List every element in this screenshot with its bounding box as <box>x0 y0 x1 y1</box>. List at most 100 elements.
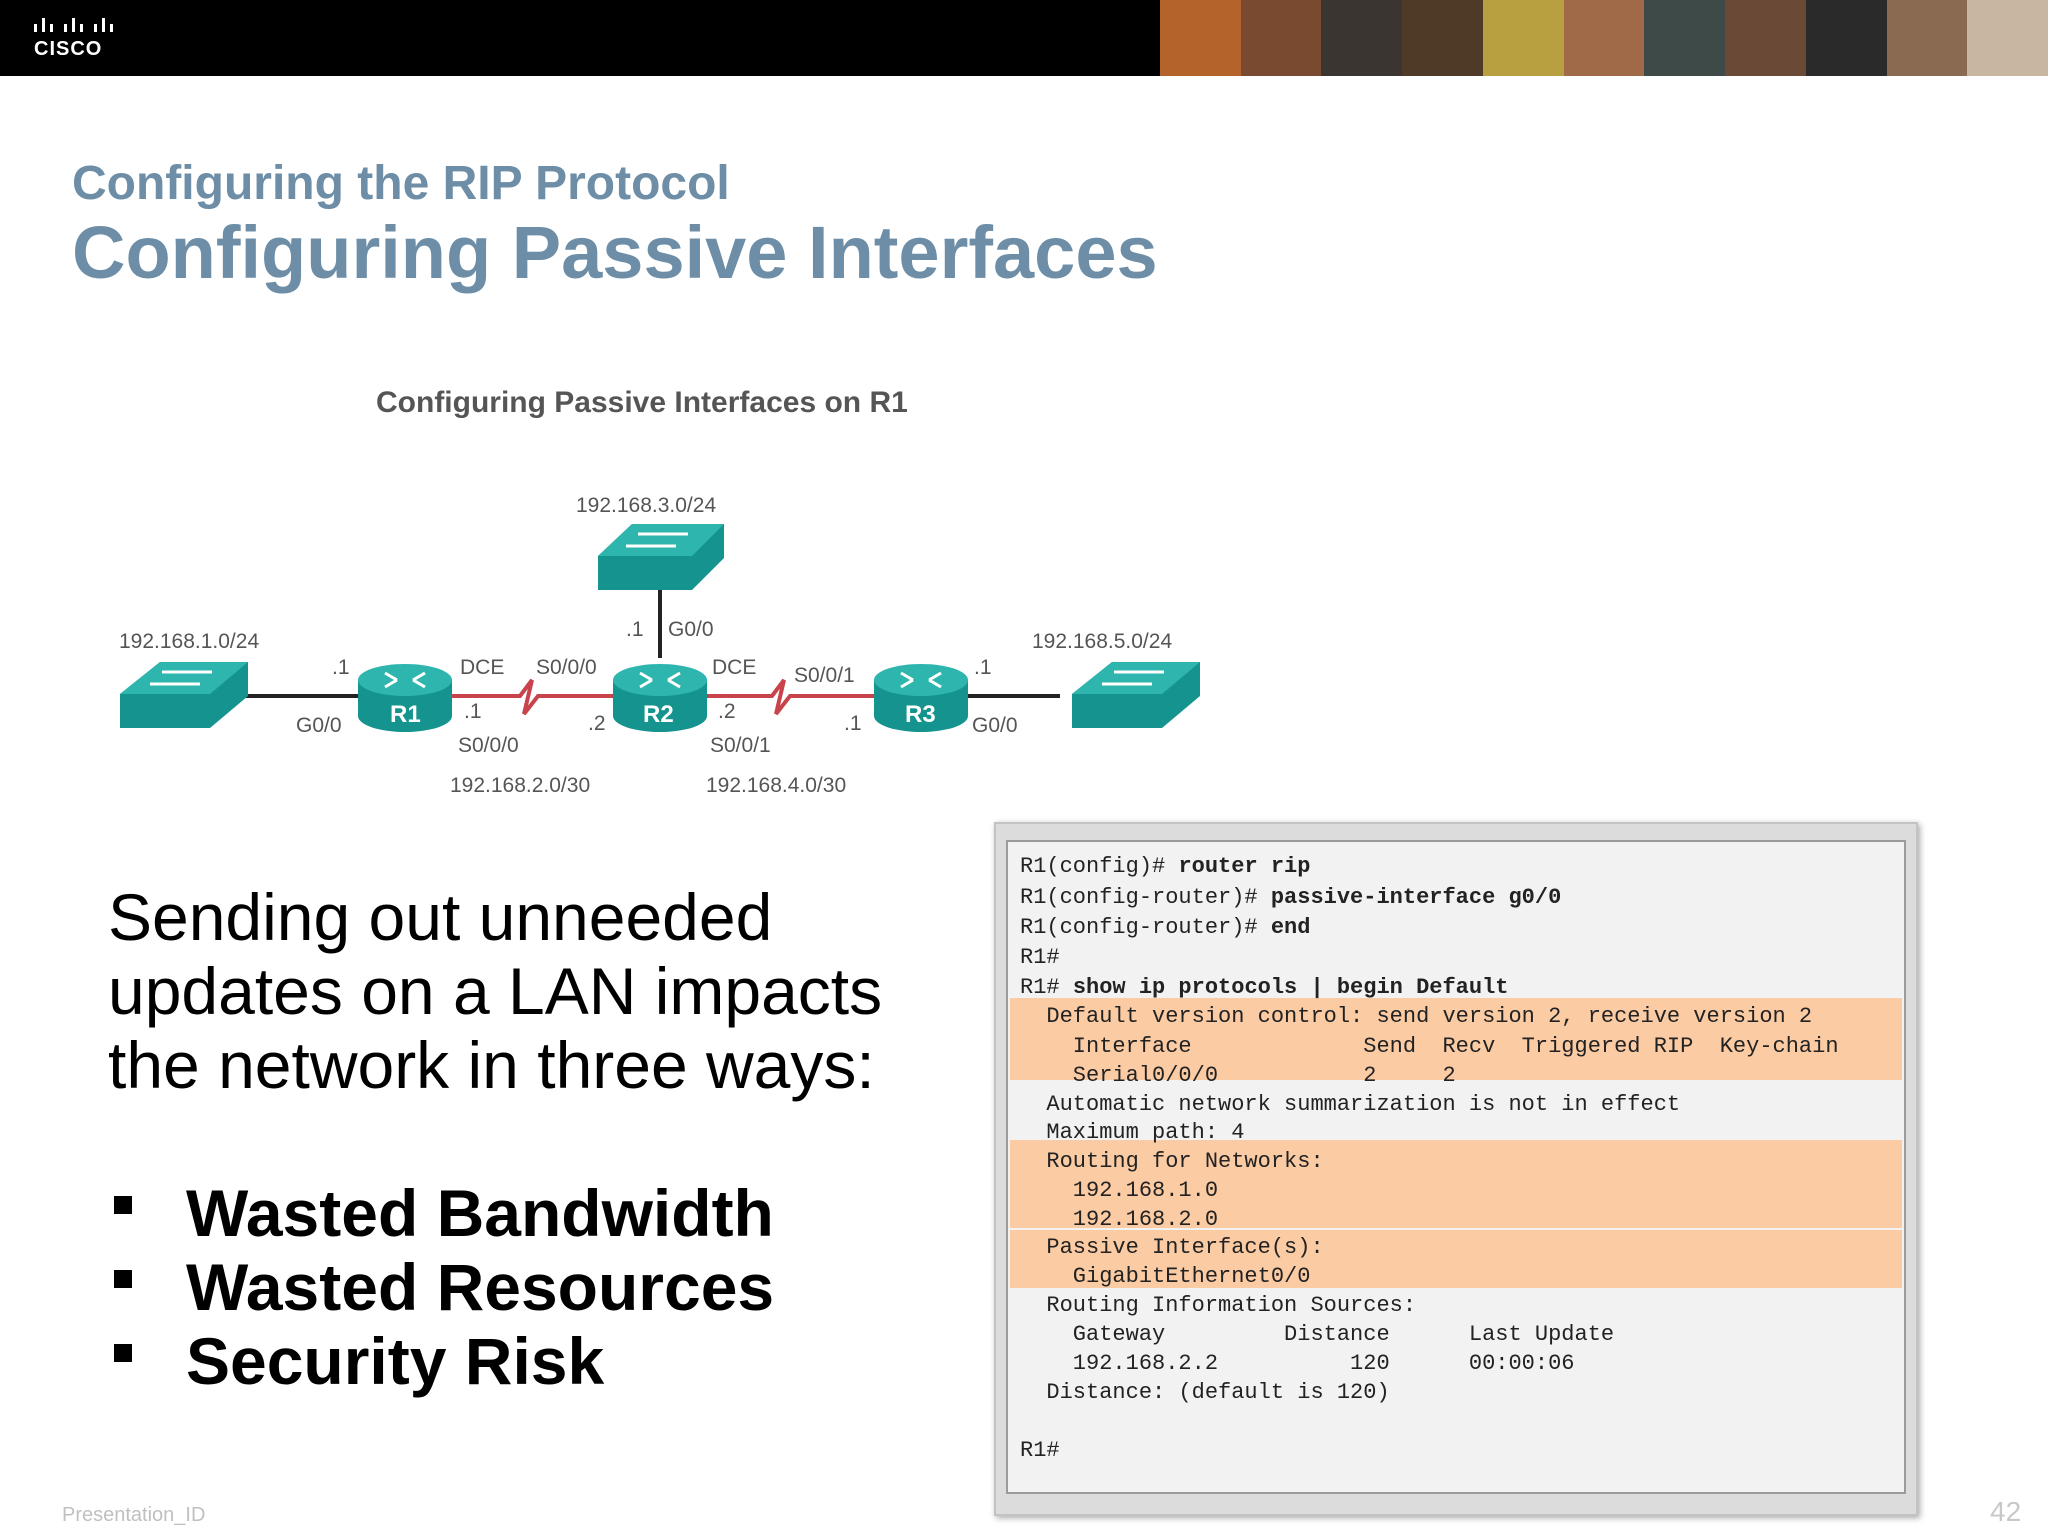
r2-s001-addr: .2 <box>718 700 736 723</box>
r3-g00-addr: .1 <box>974 656 992 679</box>
bullet-text: Wasted Resources <box>186 1250 775 1324</box>
cli-prompt: Gateway Distance Last Update <box>1020 1322 1615 1347</box>
router-r2-label: R2 <box>643 701 674 728</box>
cli-prompt: 192.168.2.0 <box>1020 1207 1219 1232</box>
cli-prompt: Routing for Networks: <box>1020 1149 1324 1174</box>
slide-subtitle: Configuring the RIP Protocol <box>72 157 730 210</box>
r3-s001-label: S0/0/1 <box>794 664 855 687</box>
cli-line: Maximum path: 4 <box>1020 1118 1244 1148</box>
cli-line: Distance: (default is 120) <box>1020 1378 1390 1408</box>
cli-prompt: Interface Send Recv Triggered RIP Key-ch… <box>1020 1034 1839 1059</box>
cli-line: R1# <box>1020 943 1060 973</box>
cli-line: R1(config)# router rip <box>1020 852 1310 882</box>
cli-prompt: Distance: (default is 120) <box>1020 1380 1390 1405</box>
bullet-square-icon <box>114 1344 132 1362</box>
r2-g00-addr: .1 <box>626 618 644 641</box>
network-topology-diagram: Configuring Passive Interfaces on R1 R1 <box>119 386 1200 797</box>
net-wan4-label: 192.168.4.0/30 <box>706 774 846 797</box>
cli-prompt: 192.168.2.2 120 00:00:06 <box>1020 1351 1575 1376</box>
cli-prompt: R1# <box>1020 1438 1060 1463</box>
page-number: 42 <box>1990 1496 2022 1527</box>
diagram-title: Configuring Passive Interfaces on R1 <box>376 386 908 419</box>
cli-prompt: Default version control: send version 2,… <box>1020 1004 1813 1029</box>
switch-lan5-icon <box>1072 662 1200 728</box>
router-r1-icon <box>358 664 452 732</box>
people-photo-strip <box>1160 0 2048 76</box>
cli-prompt: R1(config-router)# <box>1020 885 1271 910</box>
cli-line: R1# show ip protocols | begin Default <box>1020 973 1508 1003</box>
cli-line: Routing for Networks: <box>1020 1147 1324 1177</box>
cli-line: Passive Interface(s): <box>1020 1233 1324 1263</box>
highlight-routing-networks <box>1010 1140 1902 1228</box>
r1-g00-addr: .1 <box>332 656 350 679</box>
slide-title: Configuring Passive Interfaces <box>72 211 1158 294</box>
bullet-square-icon <box>114 1270 132 1288</box>
bullet-text: Wasted Bandwidth <box>186 1176 774 1250</box>
r2-s000-label: S0/0/0 <box>536 656 597 679</box>
cli-prompt: R1# <box>1020 975 1073 1000</box>
bullet-text: Security Risk <box>186 1324 605 1398</box>
cli-prompt: Passive Interface(s): <box>1020 1235 1324 1260</box>
cli-command: show ip protocols | begin Default <box>1072 975 1509 1000</box>
r2-dce-label: DCE <box>712 656 756 679</box>
cli-line: R1# <box>1020 1436 1060 1466</box>
cli-line: Automatic network summarization is not i… <box>1020 1090 1680 1120</box>
cisco-bars-icon <box>34 18 113 32</box>
cli-line: R1(config-router)# end <box>1020 913 1310 943</box>
r3-g00-label: G0/0 <box>972 714 1018 737</box>
cli-line: 192.168.2.2 120 00:00:06 <box>1020 1349 1575 1379</box>
cli-command: passive-interface g0/0 <box>1270 885 1562 910</box>
footer-presentation-id: Presentation_ID <box>62 1504 206 1526</box>
r1-g00-label: G0/0 <box>296 714 342 737</box>
cli-line: Gateway Distance Last Update <box>1020 1320 1614 1350</box>
highlight-default-version <box>1010 998 1902 1080</box>
r3-s001-addr: .1 <box>844 712 862 735</box>
cli-line: Serial0/0/0 2 2 <box>1020 1061 1456 1091</box>
cli-line: 192.168.2.0 <box>1020 1205 1218 1235</box>
cli-prompt: Routing Information Sources: <box>1020 1293 1417 1318</box>
highlight-passive-interfaces <box>1010 1230 1902 1288</box>
r2-g00-label: G0/0 <box>668 618 714 641</box>
switch-lan3-icon <box>598 524 724 590</box>
top-banner: CISCO <box>0 0 2048 76</box>
net-lan3-label: 192.168.3.0/24 <box>576 494 716 517</box>
cli-command: router rip <box>1178 854 1311 879</box>
r2-s000-addr: .2 <box>588 712 606 735</box>
r1-s000-label: S0/0/0 <box>458 734 519 757</box>
cli-line: Interface Send Recv Triggered RIP Key-ch… <box>1020 1032 1839 1062</box>
cli-line: R1(config-router)# passive-interface g0/… <box>1020 883 1561 913</box>
cli-prompt: 192.168.1.0 <box>1020 1178 1219 1203</box>
intro-paragraph: Sending out unneeded updates on a LAN im… <box>108 880 883 1102</box>
cli-line: Routing Information Sources: <box>1020 1291 1416 1321</box>
serial-link-r1-r2 <box>452 678 616 716</box>
cli-line: GigabitEthernet0/0 <box>1020 1262 1311 1292</box>
net-lan5-label: 192.168.5.0/24 <box>1032 630 1172 653</box>
cli-prompt: GigabitEthernet0/0 <box>1020 1264 1311 1289</box>
cli-command: end <box>1270 915 1311 940</box>
cli-prompt: Maximum path: 4 <box>1020 1120 1245 1145</box>
cisco-wordmark: CISCO <box>34 38 103 60</box>
impact-list: Wasted Bandwidth Wasted Resources Securi… <box>108 1176 774 1398</box>
cli-prompt: Automatic network summarization is not i… <box>1020 1092 1681 1117</box>
r1-s000-addr: .1 <box>464 700 482 723</box>
r1-dce-label: DCE <box>460 656 504 679</box>
serial-link-r2-r3 <box>704 678 874 716</box>
router-r3-icon <box>874 664 968 732</box>
bullet-square-icon <box>114 1196 132 1214</box>
switch-lan1-icon <box>120 662 248 728</box>
cli-line: 192.168.1.0 <box>1020 1176 1218 1206</box>
net-lan1-label: 192.168.1.0/24 <box>119 630 259 653</box>
cisco-logo: CISCO <box>30 12 120 64</box>
router-r1-label: R1 <box>390 701 421 728</box>
list-item: Security Risk <box>108 1324 774 1398</box>
router-r3-label: R3 <box>905 701 936 728</box>
list-item: Wasted Bandwidth <box>108 1176 774 1250</box>
cli-prompt: Serial0/0/0 2 2 <box>1020 1063 1456 1088</box>
net-wan2-label: 192.168.2.0/30 <box>450 774 590 797</box>
cli-line: Default version control: send version 2,… <box>1020 1002 1812 1032</box>
cli-prompt: R1# <box>1020 945 1060 970</box>
cli-prompt: R1(config-router)# <box>1020 915 1271 940</box>
router-r2-icon <box>613 664 707 732</box>
list-item: Wasted Resources <box>108 1250 774 1324</box>
